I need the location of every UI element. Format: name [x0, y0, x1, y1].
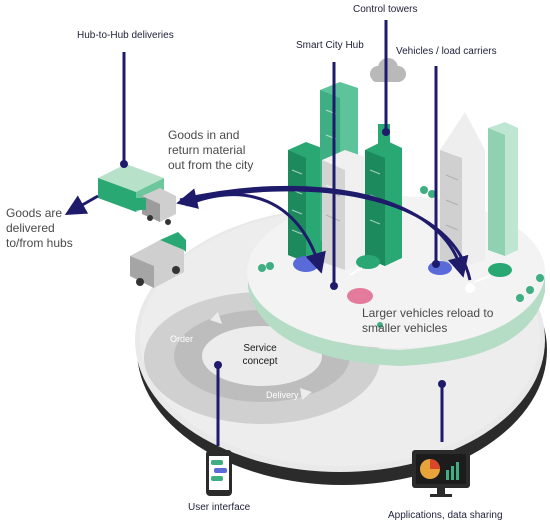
tree-icon — [258, 186, 544, 328]
applications-label: Applications, data sharing — [388, 510, 503, 521]
phone-icon — [206, 450, 232, 496]
goods-delivered-label: Goods are delivered to/from hubs — [6, 206, 73, 250]
larger-vehicles-label: Larger vehicles reload to smaller vehicl… — [362, 306, 494, 335]
vehicles-label: Vehicles / load carriers — [396, 46, 497, 57]
pointer-dots — [120, 128, 446, 388]
truck-icon — [136, 188, 176, 225]
smart-city-hub-label: Smart City Hub — [296, 40, 364, 51]
truck-icon — [130, 232, 186, 288]
flow-arrows — [64, 185, 472, 281]
user-interface-label: User interface — [188, 502, 251, 513]
reload-arrows — [349, 267, 491, 293]
goods-in-label: Goods in and return material out from th… — [168, 128, 254, 172]
hub-to-hub-label: Hub-to-Hub deliveries — [77, 30, 174, 41]
cloud-icon — [370, 58, 406, 82]
control-towers-label: Control towers — [353, 4, 418, 15]
service-concept-label: Service concept — [242, 343, 278, 367]
delivery-label: Delivery — [266, 390, 299, 400]
order-label: Order — [170, 334, 194, 344]
monitor-icon — [412, 450, 470, 497]
